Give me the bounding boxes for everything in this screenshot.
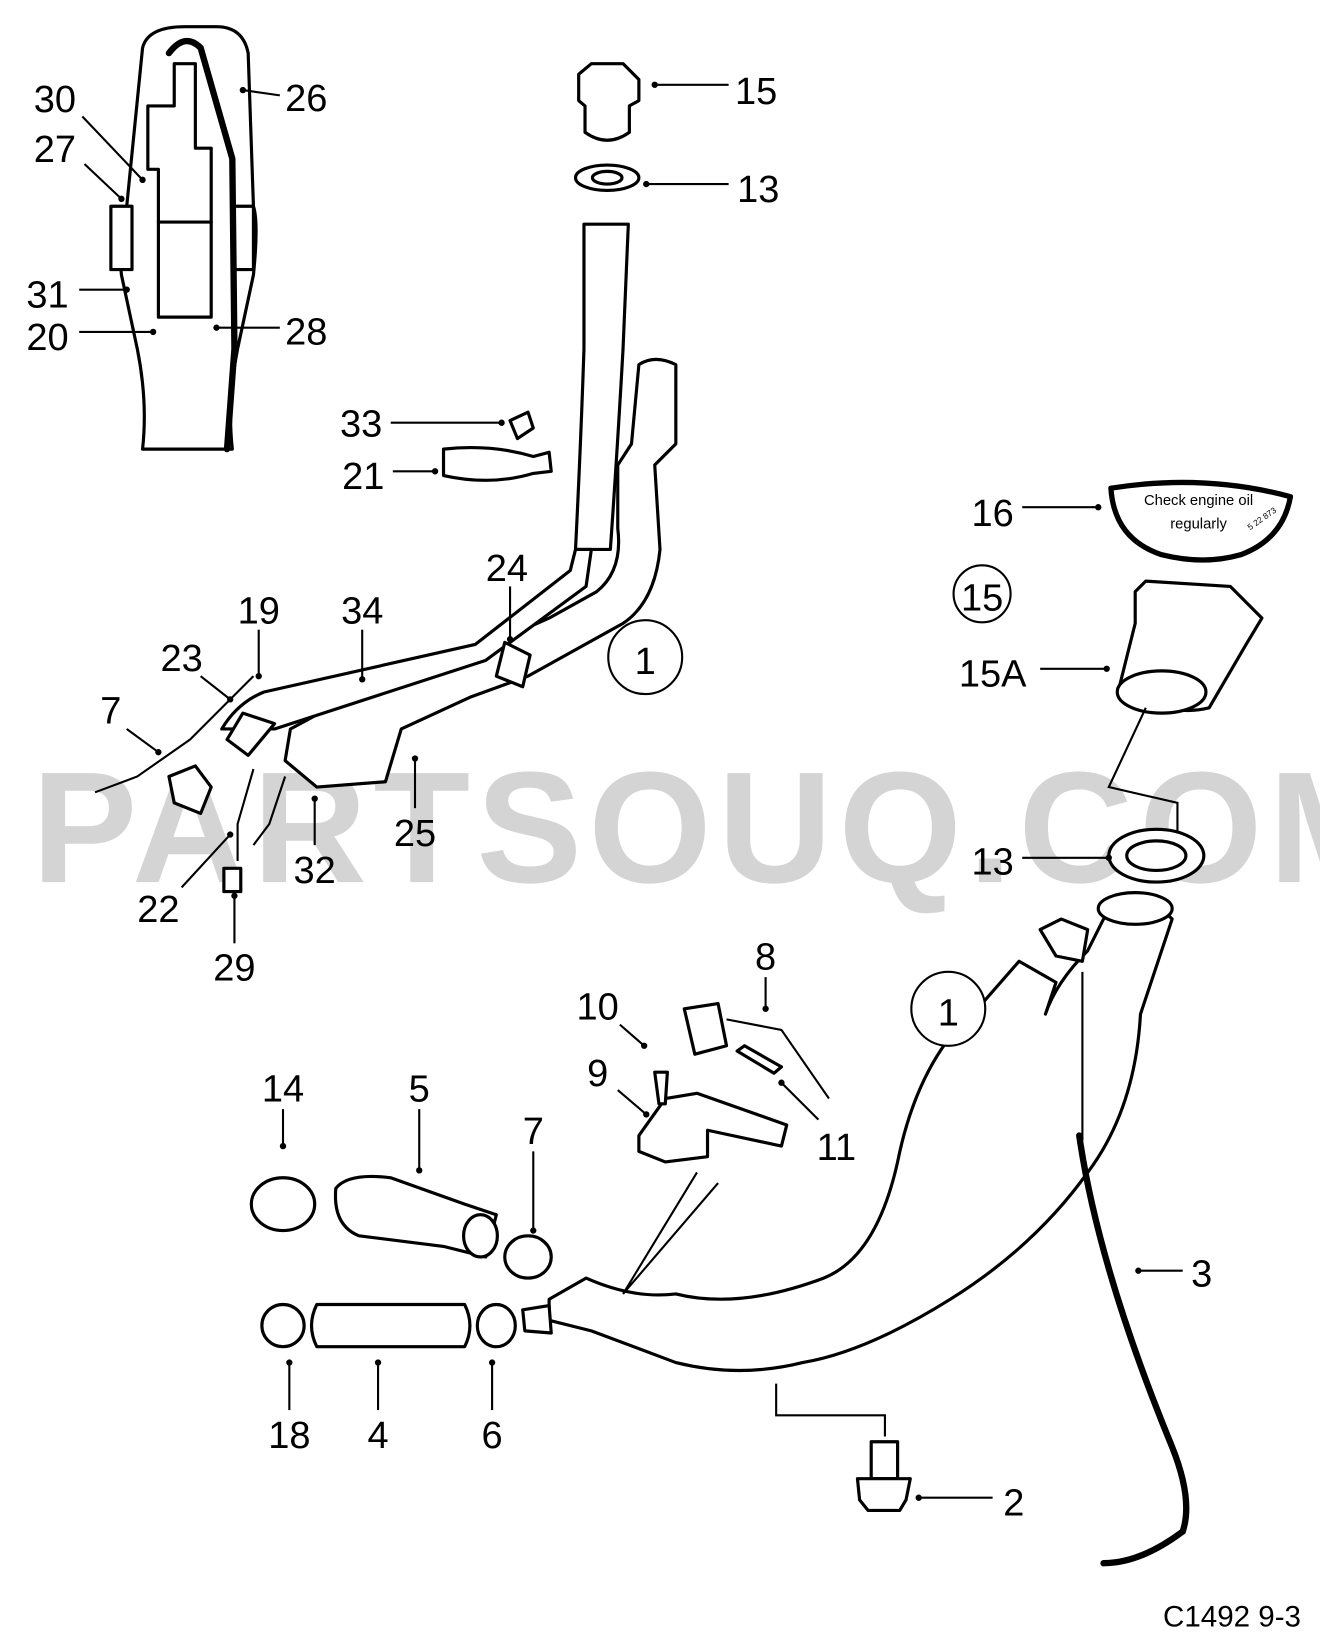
callout-22: 22 xyxy=(137,889,179,931)
callout-7-bottom: 7 xyxy=(523,1111,544,1153)
callout-14: 14 xyxy=(262,1069,304,1111)
callout-25: 25 xyxy=(394,813,436,855)
callout-3: 3 xyxy=(1191,1254,1212,1296)
watermark: PARTSOUQ.COM xyxy=(32,739,1320,916)
callout-28: 28 xyxy=(285,312,327,354)
callout-34: 34 xyxy=(341,590,383,632)
callout-18: 18 xyxy=(268,1415,310,1457)
callout-1-top: 1 xyxy=(635,641,656,683)
callout-26: 26 xyxy=(285,78,327,120)
callout-32: 32 xyxy=(294,850,336,892)
callout-15-top: 15 xyxy=(735,71,777,113)
decal-line2: regularly xyxy=(1170,516,1227,532)
callout-19: 19 xyxy=(238,590,280,632)
callout-13-top: 13 xyxy=(737,169,779,211)
decal-line1: Check engine oil xyxy=(1144,493,1253,509)
callout-20: 20 xyxy=(26,317,68,359)
callout-23: 23 xyxy=(160,638,202,680)
callout-31: 31 xyxy=(26,275,68,317)
callout-9: 9 xyxy=(587,1053,608,1095)
callout-29: 29 xyxy=(213,947,255,989)
circle-ref-1-bottom xyxy=(910,970,987,1047)
callout-30: 30 xyxy=(34,79,76,121)
filler-pipe-upper xyxy=(94,222,678,894)
callout-1-bottom: 1 xyxy=(938,993,959,1035)
leader-lines xyxy=(79,81,1183,1501)
filler-neck-cutaway xyxy=(109,25,258,453)
callout-2: 2 xyxy=(1003,1483,1024,1525)
filler-cap-top xyxy=(573,62,641,192)
bracket-assembly xyxy=(637,1001,830,1164)
callout-24: 24 xyxy=(486,548,528,590)
callout-13-right: 13 xyxy=(971,842,1013,884)
callout-6: 6 xyxy=(482,1415,503,1457)
callout-15a: 15A xyxy=(959,654,1027,696)
callout-33: 33 xyxy=(340,403,382,445)
callout-8: 8 xyxy=(755,937,776,979)
callout-7-top: 7 xyxy=(100,691,121,733)
figure-code: C1492 9-3 xyxy=(1163,1601,1301,1634)
callout-21: 21 xyxy=(342,456,384,498)
callout-4: 4 xyxy=(367,1415,388,1457)
filler-pipe-lower xyxy=(521,891,1190,1567)
callout-27: 27 xyxy=(34,129,76,171)
callout-10: 10 xyxy=(577,986,619,1028)
callout-11: 11 xyxy=(817,1127,856,1169)
callout-5: 5 xyxy=(409,1069,430,1111)
bolt xyxy=(775,1383,912,1512)
callout-labels: 30 27 31 20 26 28 15 13 33 21 16 15 15A … xyxy=(26,71,1212,1525)
callout-16: 16 xyxy=(971,493,1013,535)
oil-check-decal: Check engine oil regularly 5 22 873 xyxy=(1108,479,1294,563)
hoses-clamps xyxy=(249,1174,553,1349)
circle-ref-15 xyxy=(952,564,1012,624)
callout-15-circled: 15 xyxy=(961,578,1003,620)
circle-ref-1-top xyxy=(607,619,684,696)
